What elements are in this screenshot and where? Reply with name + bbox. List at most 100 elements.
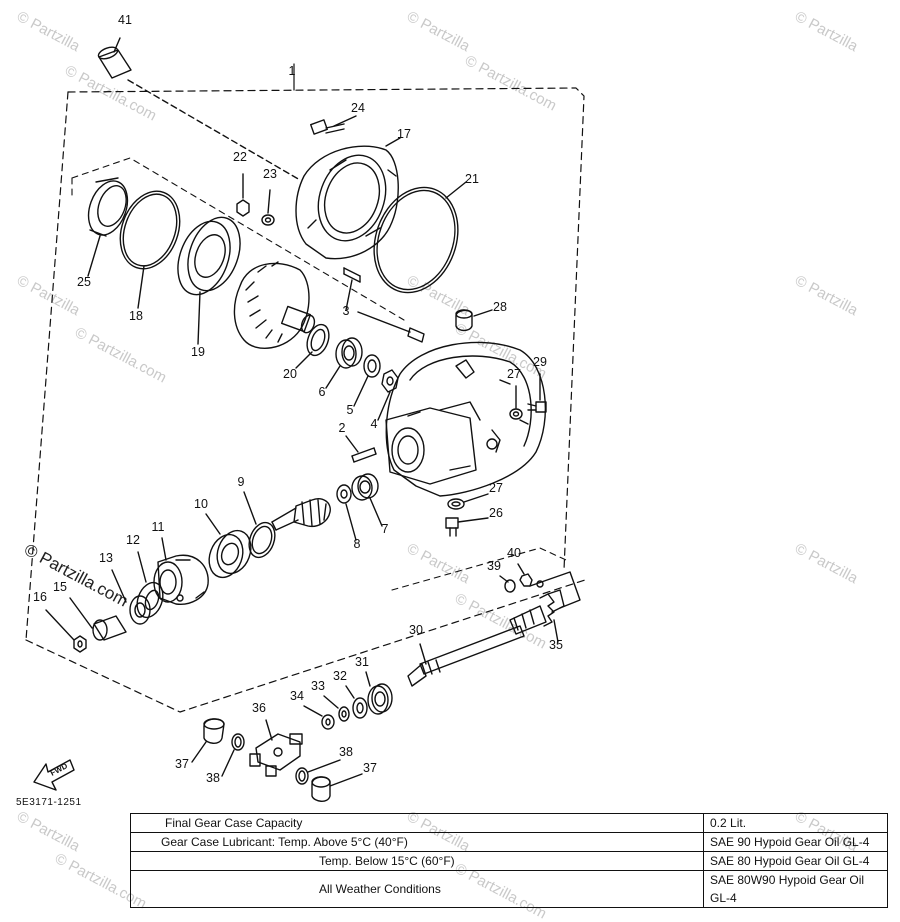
spec-value: 0.2 Lit. <box>703 813 888 833</box>
stud-3 <box>343 267 425 343</box>
part-number-label: 11 <box>152 520 165 534</box>
part-number-label: 1 <box>289 64 296 78</box>
part-number-label: 26 <box>489 506 503 520</box>
part-number-label: 10 <box>194 497 208 511</box>
spec-label: Final Gear Case Capacity <box>130 813 704 833</box>
part-number-label: 38 <box>206 771 220 785</box>
cap-28 <box>455 309 493 332</box>
seal-31 <box>365 671 393 715</box>
part-number-label: 3 <box>343 304 350 318</box>
part-number-label: 34 <box>290 689 304 703</box>
table-row: Final Gear Case Capacity 0.2 Lit. <box>130 813 888 833</box>
table-row: All Weather Conditions SAE 80W90 Hypoid … <box>130 870 888 908</box>
o-ring-21 <box>373 181 467 294</box>
part-number-label: 28 <box>493 300 507 314</box>
universal-joint-36 <box>249 719 303 777</box>
part-number-label: 23 <box>263 167 277 181</box>
bolt-29 <box>527 373 547 413</box>
table-row: Temp. Below 15°C (60°F) SAE 80 Hypoid Ge… <box>130 851 888 871</box>
spec-label: Temp. Below 15°C (60°F) <box>130 851 704 871</box>
part-number-label: 37 <box>175 757 189 771</box>
part-number-label: 4 <box>371 417 378 431</box>
part-number-label: 24 <box>351 101 365 115</box>
circlip-38-left <box>221 733 245 777</box>
bolt-24 <box>310 115 357 135</box>
fwd-label: FWD <box>49 761 70 778</box>
washer-27-lower <box>447 493 489 510</box>
flange <box>529 571 581 609</box>
lubricant-spec-table: Final Gear Case Capacity 0.2 Lit. Gear C… <box>130 813 888 908</box>
spring-35 <box>539 589 565 643</box>
housing-11 <box>153 537 209 605</box>
forward-arrow-icon: FWD <box>33 759 75 791</box>
part-number-label: 39 <box>487 559 501 573</box>
part-number-label: 25 <box>77 275 91 289</box>
part-number-label: 13 <box>99 551 113 565</box>
part-number-label: 17 <box>397 127 411 141</box>
washer-23 <box>261 189 275 226</box>
part-number-label: 6 <box>319 385 326 399</box>
circlip-38-right <box>295 759 341 785</box>
table-row: Gear Case Lubricant: Temp. Above 5°C (40… <box>130 832 888 852</box>
part-number-label: 35 <box>549 638 563 652</box>
spec-label: Gear Case Lubricant: Temp. Above 5°C (40… <box>130 832 704 852</box>
bearing-6 <box>325 337 363 389</box>
washer-33 <box>323 695 350 722</box>
part-number-label: 9 <box>238 475 245 489</box>
part-number-label: 33 <box>311 679 325 693</box>
spec-label: All Weather Conditions <box>130 870 704 908</box>
part-number-label: 37 <box>363 761 377 775</box>
part-number-label: 7 <box>382 522 389 536</box>
coupling-13 <box>111 569 151 625</box>
part-number-label: 5 <box>347 403 354 417</box>
part-number-label: 41 <box>118 13 132 27</box>
nut-40 <box>517 563 533 587</box>
bearing-10 <box>205 513 252 579</box>
part-number-label: 12 <box>126 533 140 547</box>
bushing-41 <box>97 37 301 181</box>
bearing-cup-37-left <box>191 718 225 763</box>
washer-34 <box>303 705 335 730</box>
ring-18 <box>119 190 181 309</box>
washer-39 <box>499 575 516 593</box>
housing-17 <box>295 137 401 260</box>
part-number-label: 31 <box>355 655 369 669</box>
bearing-cup-37-right <box>311 773 363 802</box>
part-number-label: 2 <box>339 421 346 435</box>
pin-2 <box>345 435 377 463</box>
part-number-label: 16 <box>33 590 47 604</box>
subassembly-outline <box>71 157 405 321</box>
sleeve-15 <box>69 597 127 641</box>
assembly-outline <box>25 63 586 713</box>
bearing-19 <box>177 216 241 345</box>
drain-plug-26 <box>445 517 489 537</box>
nut-22 <box>236 173 250 217</box>
ring-gear <box>233 261 316 349</box>
part-number-label: 32 <box>333 669 347 683</box>
spec-value: SAE 80 Hypoid Gear Oil GL-4 <box>703 851 888 871</box>
part-number-label: 38 <box>339 745 353 759</box>
nut-16 <box>45 609 87 653</box>
part-number-label: 18 <box>129 309 143 323</box>
spec-value: SAE 90 Hypoid Gear Oil GL-4 <box>703 832 888 852</box>
oil-seal-25 <box>87 177 129 277</box>
part-number-label: 20 <box>283 367 297 381</box>
washer-27-upper <box>509 385 523 420</box>
part-number-label: 30 <box>409 623 423 637</box>
part-number-label: 29 <box>533 355 547 369</box>
gear-case-housing <box>385 341 546 497</box>
bearing-7 <box>351 473 383 527</box>
part-number-label: 22 <box>233 150 247 164</box>
drive-shaft-30 <box>407 605 547 687</box>
shim-20 <box>295 323 330 369</box>
part-number-label: 27 <box>507 367 521 381</box>
part-number-label: 8 <box>354 537 361 551</box>
part-number-label: 21 <box>465 172 479 186</box>
shim-8 <box>336 484 357 541</box>
washer-32 <box>345 685 368 719</box>
diagram-code: 5E3171-1251 <box>16 797 82 808</box>
nut-4 <box>377 369 399 421</box>
shim-5 <box>353 354 381 407</box>
